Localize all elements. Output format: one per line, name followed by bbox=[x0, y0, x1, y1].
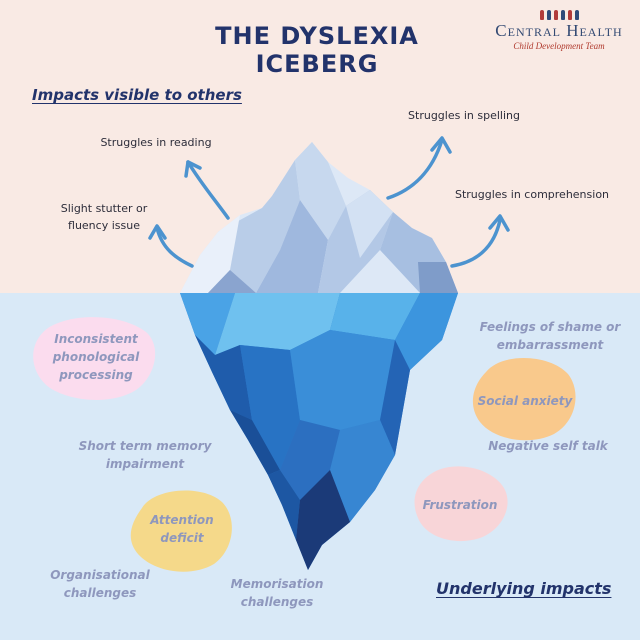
label-phonological: Inconsistent phonological processing bbox=[52, 332, 140, 382]
label-stutter: Slight stutter or fluency issue bbox=[60, 202, 148, 232]
curved-arrow-icon-stutter bbox=[148, 224, 194, 268]
label-memory: Short term memory impairment bbox=[78, 439, 212, 471]
page-title: The Dyslexia Iceberg bbox=[215, 22, 419, 78]
label-attention: Attention deficit bbox=[150, 513, 214, 545]
central-health-figures-logo bbox=[484, 8, 634, 22]
brand-logo: Central Health Child Development Team bbox=[484, 8, 634, 52]
curved-arrow-icon-spelling bbox=[386, 136, 452, 200]
label-organisational: Organisational challenges bbox=[50, 568, 150, 600]
label-negative-self-talk: Negative self talk bbox=[488, 439, 608, 453]
label-comprehension: Struggles in comprehension bbox=[454, 188, 610, 201]
blob-yellow bbox=[130, 490, 232, 572]
label-spelling: Struggles in spelling bbox=[408, 109, 520, 122]
underlying-impacts-heading: Underlying impacts bbox=[436, 579, 612, 598]
label-shame: Feelings of shame or embarrassment bbox=[479, 320, 621, 352]
blob-salmon bbox=[414, 466, 508, 542]
brand-subtitle: Child Development Team bbox=[513, 41, 605, 51]
label-memorisation: Memorisation challenges bbox=[230, 577, 324, 609]
label-frustration: Frustration bbox=[422, 498, 498, 512]
curved-arrow-icon-comprehension bbox=[450, 214, 510, 268]
visible-impacts-heading: Impacts visible to others bbox=[32, 86, 242, 104]
brand-name: Central Health bbox=[495, 21, 623, 40]
blob-pink bbox=[33, 317, 156, 400]
label-social-anxiety: Social anxiety bbox=[477, 394, 573, 408]
curved-arrow-icon-reading bbox=[184, 160, 230, 220]
label-reading: Struggles in reading bbox=[100, 136, 212, 149]
blob-orange bbox=[472, 357, 576, 441]
